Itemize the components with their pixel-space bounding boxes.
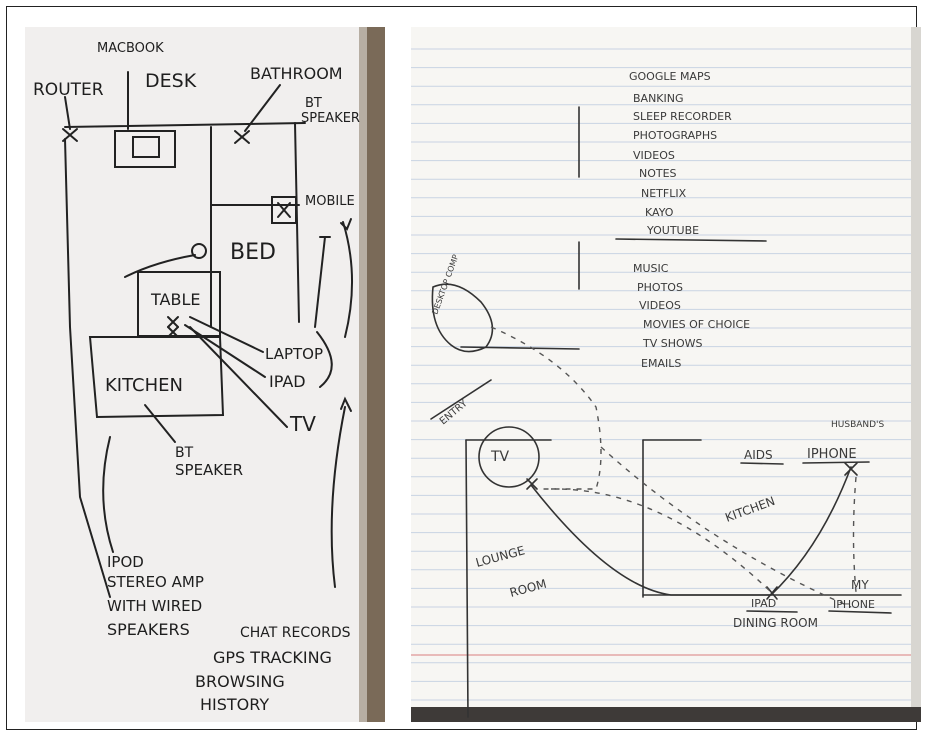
bottom-edge <box>411 707 921 722</box>
label-kitchen: KITCHEN <box>105 375 183 396</box>
label-bed: BED <box>230 240 276 265</box>
list-item-music: MUSIC <box>633 262 669 275</box>
list-item-videos-2: VIDEOS <box>639 299 681 312</box>
label-desk: DESK <box>145 70 197 92</box>
list-item-emails: EMAILS <box>641 357 681 370</box>
paper-shadow <box>359 27 367 722</box>
label-tv: TV <box>490 449 510 465</box>
label-router: ROUTER <box>33 80 104 100</box>
mobile-arrow-head <box>341 219 351 229</box>
label-husbands: HUSBAND'S <box>831 420 885 430</box>
label-bt-speaker-bottom-1: BT <box>175 445 194 461</box>
list-item-movies: MOVIES OF CHOICE <box>643 318 750 331</box>
bt-speaker-pointer <box>145 405 175 442</box>
dashed-iphone-down <box>854 477 857 592</box>
chat-records-pointer <box>332 407 345 587</box>
desktop-wall <box>461 347 579 349</box>
label-browsing-1: BROWSING <box>195 672 285 691</box>
mobile-arrow-2 <box>343 222 352 337</box>
label-macbook: MACBOOK <box>97 41 164 56</box>
left-wall <box>65 139 110 597</box>
label-ipod-4: SPEAKERS <box>107 620 190 639</box>
label-lounge-2: ROOM <box>508 577 548 600</box>
iphone-underline <box>803 462 869 463</box>
label-lounge-1: LOUNGE <box>474 543 526 570</box>
ipod-wire <box>103 437 113 552</box>
label-iphone: IPHONE <box>807 447 857 462</box>
list-item-notes: NOTES <box>639 167 677 180</box>
left-floorplan-sketch: MACBOOK ROUTER DESK BATHROOM BT SPEAKER … <box>25 27 385 722</box>
table-edge <box>365 27 385 722</box>
macbook-shape <box>133 137 159 157</box>
label-chat-records: CHAT RECORDS <box>240 625 351 641</box>
iphone-mark <box>845 463 857 475</box>
list-item-google-maps: GOOGLE MAPS <box>629 70 711 83</box>
list-item-videos-1: VIDEOS <box>633 149 675 162</box>
mobile-arrow-1 <box>315 237 330 327</box>
my-iphone-underline <box>829 611 891 613</box>
label-mobile: MOBILE <box>305 194 355 209</box>
label-my: MY <box>851 578 869 592</box>
aids-underline <box>741 463 783 464</box>
label-tv: TV <box>289 412 316 436</box>
label-ipod-2: STEREO AMP <box>107 573 204 591</box>
list-item-banking: BANKING <box>633 92 684 105</box>
list-divider <box>616 239 766 241</box>
list-item-photos: PHOTOS <box>637 281 683 294</box>
label-my-iphone: IPHONE <box>833 598 875 611</box>
bed-curve <box>125 255 195 277</box>
ipad-underline <box>747 611 797 612</box>
connection-curve <box>531 467 851 595</box>
label-bt-speaker-top-1: BT <box>305 96 322 111</box>
label-browsing-2: HISTORY <box>200 695 269 714</box>
lounge-left-wall <box>466 440 468 717</box>
label-table: TABLE <box>150 290 200 309</box>
dashed-to-my-iphone <box>601 447 851 607</box>
label-aids: AIDS <box>744 448 773 462</box>
bathroom-mark <box>235 131 249 143</box>
label-dining-room: DINING ROOM <box>733 616 818 630</box>
left-sketch-drawing: MACBOOK ROUTER DESK BATHROOM BT SPEAKER … <box>25 27 385 722</box>
list-item-tv-shows: TV SHOWS <box>642 337 703 350</box>
list-item-youtube: YOUTUBE <box>646 224 699 237</box>
chat-arrow-head <box>341 399 351 411</box>
label-ipod-3: WITH WIRED <box>107 597 202 615</box>
list-item-photographs: PHOTOGRAPHS <box>633 129 717 142</box>
list-item-sleep-recorder: SLEEP RECORDER <box>633 110 732 123</box>
label-bathroom: BATHROOM <box>250 64 343 83</box>
router-pointer <box>65 97 70 129</box>
label-kitchen-right: KITCHEN <box>723 494 777 525</box>
label-desktop: DESKTOP COMP <box>430 253 460 316</box>
table-mark-1 <box>168 317 178 327</box>
label-laptop: LAPTOP <box>265 345 323 363</box>
list-item-kayo: KAYO <box>645 206 674 219</box>
right-notebook-sketch: GOOGLE MAPS BANKING SLEEP RECORDER PHOTO… <box>411 27 921 722</box>
right-sketch-drawing: GOOGLE MAPS BANKING SLEEP RECORDER PHOTO… <box>411 27 921 722</box>
label-ipad-right: IPAD <box>751 597 776 610</box>
dashed-tv-ipad <box>551 489 771 592</box>
label-bt-speaker-bottom-2: SPEAKER <box>175 461 243 479</box>
label-ipod-1: IPOD <box>107 553 144 571</box>
label-bt-speaker-top-2: SPEAKER <box>301 111 360 126</box>
label-gps-tracking: GPS TRACKING <box>213 648 332 667</box>
page-edge <box>911 27 921 722</box>
top-wall <box>65 123 305 127</box>
list-item-netflix: NETFLIX <box>641 187 687 200</box>
label-ipad: IPAD <box>269 372 306 391</box>
